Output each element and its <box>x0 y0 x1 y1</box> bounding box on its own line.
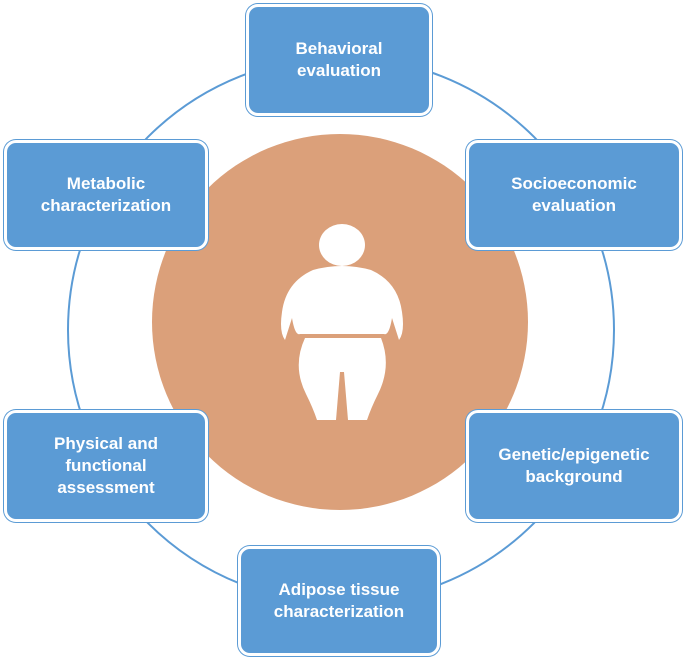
box-label-line: Behavioral <box>295 39 383 58</box>
box-label-line: evaluation <box>296 61 382 80</box>
adipose-tissue-characterization-box: Adipose tissue characterization <box>238 546 440 656</box>
box-label-line: evaluation <box>531 196 617 215</box>
box-label-line: assessment <box>57 478 155 497</box>
socioeconomic-evaluation-box: Socioeconomic evaluation <box>466 140 682 250</box>
obese-person-icon <box>281 224 403 420</box>
box-label-line: Metabolic <box>66 174 146 193</box>
box-label-line: background <box>525 467 623 486</box>
box-label-line: characterization <box>40 196 172 215</box>
box-label-line: characterization <box>273 602 405 621</box>
box-label-line: functional <box>65 456 147 475</box>
behavioral-evaluation-box: Behavioral evaluation <box>246 4 432 116</box>
box-label-line: Socioeconomic <box>511 174 637 193</box>
metabolic-characterization-box: Metabolic characterization <box>4 140 208 250</box>
genetic-epigenetic-background-box: Genetic/epigenetic background <box>466 410 682 522</box>
box-label-line: Physical and <box>54 434 158 453</box>
box-label-line: Genetic/epigenetic <box>498 445 650 464</box>
physical-functional-assessment-box: Physical and functional assessment <box>4 410 208 522</box>
box-label-line: Adipose tissue <box>278 580 400 599</box>
